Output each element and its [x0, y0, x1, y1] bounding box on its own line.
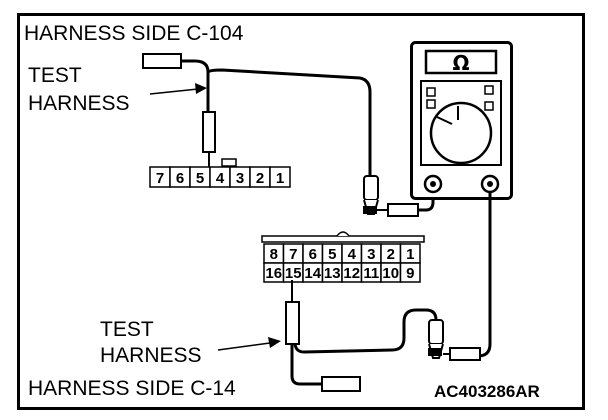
bottom-harness-arrow [217, 337, 281, 351]
connector-c104-latch [221, 158, 237, 167]
c104-pin-label: 1 [276, 170, 284, 187]
connector-c14-hood [261, 235, 425, 243]
c14-pin-bottom-label: 13 [324, 265, 341, 282]
diagram-frame [17, 13, 585, 410]
c14-pin-top-label: 5 [328, 246, 336, 263]
c104-pin-label: 5 [196, 170, 204, 187]
c14-pin-bottom-label: 9 [406, 265, 414, 282]
c104-pin-label: 4 [216, 170, 225, 187]
c14-pin-bottom-cell [399, 262, 421, 283]
c14-pin-top-label: 8 [270, 246, 278, 263]
test-harness-top-label-line2: HARNESS [28, 92, 130, 115]
meter-right-lead [477, 192, 492, 358]
c14-pin-top-label: 3 [367, 246, 375, 263]
c14-pin-bottom-label: 15 [285, 265, 302, 282]
c14-pin-top-label: 2 [387, 246, 395, 263]
harness-side-c14-label: HARNESS SIDE C-14 [28, 377, 236, 400]
c14-pin-bottom-label: 11 [363, 265, 379, 282]
ohm-symbol: Ω [452, 51, 469, 75]
c104-pin-label: 2 [256, 170, 264, 187]
c104-pin-cell [269, 166, 291, 188]
test-harness-bottom-label-line1: TEST [100, 318, 154, 341]
c14-pin-top-label: 1 [406, 246, 414, 263]
c104-pin-label: 7 [156, 170, 164, 187]
test-harness-bottom-label-line2: HARNESS [100, 344, 202, 367]
top-test-harness [142, 53, 372, 178]
c14-pin-bottom-label: 10 [382, 265, 399, 282]
meter-display [424, 49, 498, 75]
c14-pin-bottom-label: 12 [343, 265, 360, 282]
c14-pin-top-label: 4 [348, 246, 357, 263]
test-harness-top-label-line1: TEST [28, 64, 82, 87]
top-clip-assembly [363, 175, 435, 217]
c14-pin-bottom-label: 16 [265, 265, 282, 282]
bottom-test-harness [285, 280, 481, 392]
c14-pin-top-label: 7 [289, 246, 297, 263]
meter-dial [429, 101, 493, 165]
c104-pin-label: 3 [236, 170, 244, 187]
harness-side-c104-label: HARNESS SIDE C-104 [24, 22, 244, 45]
c14-pin-bottom-label: 14 [304, 265, 321, 282]
c14-pin-top-label: 6 [309, 246, 317, 263]
c104-pin-label: 6 [176, 170, 184, 187]
ohm-meter: Ω [410, 41, 513, 200]
top-harness-arrow [149, 83, 207, 95]
figure-code: AC403286AR [434, 382, 540, 401]
